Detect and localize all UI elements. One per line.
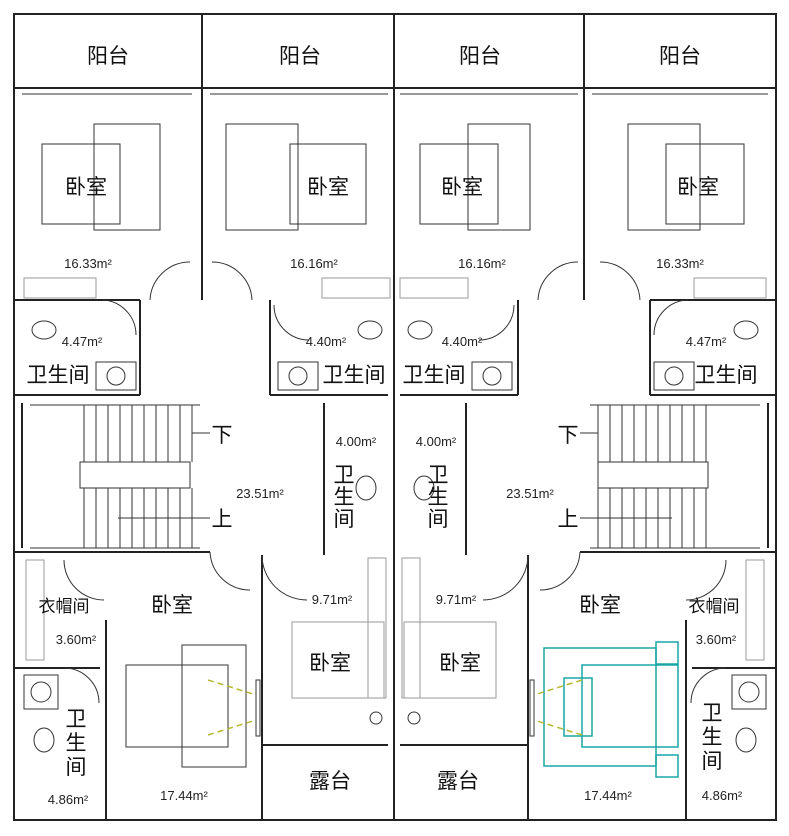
area-bedroom-3: 16.16m² — [458, 256, 506, 271]
tv-sightlines — [207, 679, 583, 736]
center-bath-left-char1: 卫 — [334, 463, 355, 487]
area-cloak-left: 3.60m² — [56, 632, 97, 647]
stair-down-left: 下 — [212, 423, 233, 447]
bedroom-8-label: 卧室 — [439, 651, 481, 675]
center-bath-left-char2: 生 — [334, 485, 355, 509]
center-bath-left-char3: 间 — [334, 507, 355, 531]
staircases — [30, 404, 760, 549]
corner-bath-right-char1: 卫 — [702, 701, 723, 725]
bedroom-5-label: 卧室 — [151, 593, 193, 617]
terrace-right-label: 露台 — [437, 769, 479, 793]
area-bedroom-1: 16.33m² — [64, 256, 112, 271]
balcony-3-label: 阳台 — [459, 44, 501, 68]
center-bath-right-char1: 卫 — [428, 463, 449, 487]
bedroom-3-label: 卧室 — [441, 175, 483, 199]
area-large-bed-left: 17.44m² — [160, 788, 208, 803]
corner-bath-left-char2: 生 — [66, 731, 87, 755]
bedroom-4-label: 卧室 — [677, 175, 719, 199]
area-center-bath-right: 4.00m² — [416, 434, 457, 449]
closets — [23, 277, 767, 699]
corner-bath-right-char3: 间 — [702, 749, 723, 773]
center-bath-right-char2: 生 — [428, 485, 449, 509]
corner-bath-left-char1: 卫 — [66, 707, 87, 731]
area-bedroom-2: 16.16m² — [290, 256, 338, 271]
cloakroom-left-label: 衣帽间 — [39, 597, 90, 617]
area-hall-right: 23.51m² — [506, 486, 554, 501]
cloakroom-right-label: 衣帽间 — [689, 597, 740, 617]
area-large-bed-right: 17.44m² — [584, 788, 632, 803]
area-corner-bath-left: 4.86m² — [48, 792, 89, 807]
area-corner-bath-right: 4.86m² — [702, 788, 743, 803]
area-small-bed-right: 9.71m² — [436, 592, 477, 607]
area-small-bed-left: 9.71m² — [312, 592, 353, 607]
stair-down-right: 下 — [558, 423, 579, 447]
center-bath-right-char3: 间 — [428, 507, 449, 531]
area-bathroom-4: 4.47m² — [686, 334, 727, 349]
area-bathroom-2: 4.40m² — [306, 334, 347, 349]
corner-bath-left-char3: 间 — [66, 755, 87, 779]
bedroom-6-label: 卧室 — [579, 593, 621, 617]
beds — [41, 123, 745, 768]
balcony-1-label: 阳台 — [87, 44, 129, 68]
bathroom-4-label: 卫生间 — [695, 363, 758, 387]
door-swings — [63, 261, 727, 704]
stair-up-left: 上 — [212, 507, 233, 531]
tv-panels — [255, 679, 535, 737]
balcony-2-label: 阳台 — [279, 44, 321, 68]
bedroom-2-label: 卧室 — [307, 175, 349, 199]
sanitary-fixtures — [23, 320, 767, 753]
area-bedroom-4: 16.33m² — [656, 256, 704, 271]
bathroom-1-label: 卫生间 — [27, 363, 90, 387]
terrace-left-label: 露台 — [309, 769, 351, 793]
stair-up-right: 上 — [558, 507, 579, 531]
highlighted-bed — [543, 641, 679, 778]
bedroom-7-label: 卧室 — [309, 651, 351, 675]
area-cloak-right: 3.60m² — [696, 632, 737, 647]
bathroom-3-label: 卫生间 — [403, 363, 466, 387]
bathroom-2-label: 卫生间 — [323, 363, 386, 387]
area-hall-left: 23.51m² — [236, 486, 284, 501]
bedroom-1-label: 卧室 — [65, 175, 107, 199]
walls — [13, 13, 777, 821]
area-bathroom-1: 4.47m² — [62, 334, 103, 349]
room-labels: 阳台 阳台 阳台 阳台 卧室 卧室 卧室 卧室 16.33m² 16.16m² … — [27, 44, 758, 807]
balcony-4-label: 阳台 — [659, 44, 701, 68]
area-bathroom-3: 4.40m² — [442, 334, 483, 349]
corner-bath-right-char2: 生 — [702, 725, 723, 749]
area-center-bath-left: 4.00m² — [336, 434, 377, 449]
